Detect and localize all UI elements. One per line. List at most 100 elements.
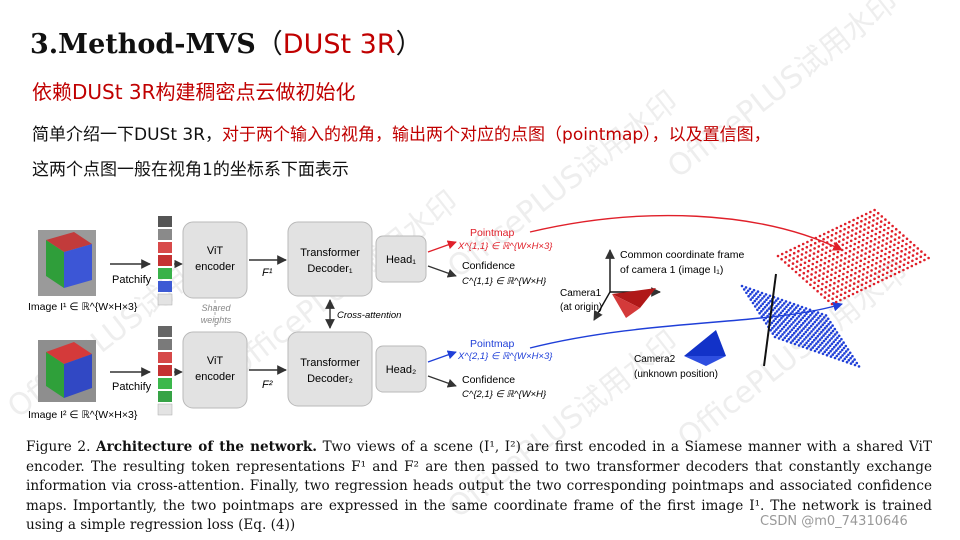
red-point [812, 252, 816, 255]
image2-label: Image I² ∈ ℝ^{W×H×3} [28, 409, 138, 421]
blue-point [754, 292, 758, 295]
red-point [869, 239, 873, 243]
red-point [909, 240, 912, 244]
blue-point [818, 332, 821, 336]
red-point [826, 270, 830, 273]
title-open-paren: （ [255, 29, 283, 60]
blue-point [812, 333, 816, 337]
blue-point [829, 355, 833, 358]
blue-point [764, 322, 768, 325]
blue-point [855, 361, 859, 365]
red-point [810, 238, 813, 242]
blue-point [763, 305, 767, 309]
blue-point [824, 337, 828, 341]
red-point [858, 269, 861, 273]
red-point [852, 282, 856, 285]
red-point [894, 233, 897, 236]
red-point [803, 266, 806, 270]
blue-point [813, 315, 816, 318]
blue-point [821, 328, 825, 332]
patchify-label-2: Patchify [112, 381, 152, 393]
cross-attention-label: Cross-attention [337, 310, 401, 321]
blue-point [828, 333, 831, 337]
blue-point [792, 331, 796, 335]
blue-point [825, 330, 829, 333]
blue-point [762, 295, 766, 298]
red-point [793, 246, 797, 250]
red-point [843, 262, 846, 265]
blue-point [764, 293, 768, 296]
red-point [857, 245, 860, 249]
blue-point [827, 346, 830, 350]
red-point [852, 218, 855, 222]
blue-point [769, 328, 772, 332]
red-point [912, 249, 915, 252]
confidence2-label: Confidence [462, 374, 515, 386]
blue-point [751, 296, 754, 299]
blue-point [777, 302, 780, 306]
red-point [813, 247, 816, 250]
red-point [811, 262, 815, 266]
blue-point [808, 326, 811, 330]
red-point [805, 280, 809, 283]
blue-point [767, 307, 771, 310]
blue-point [777, 337, 781, 340]
blue-point [835, 354, 839, 358]
blue-point [757, 295, 760, 299]
red-point [801, 242, 805, 246]
blue-point [800, 305, 804, 309]
blue-point [842, 341, 845, 344]
red-point [875, 261, 878, 265]
red-point [881, 239, 885, 242]
red-point [860, 214, 864, 218]
blue-point [814, 336, 818, 340]
red-point [879, 259, 882, 263]
red-point [861, 238, 865, 242]
blue-point [824, 343, 828, 346]
vit-encoder-2 [182, 331, 248, 409]
blue-point [786, 303, 790, 307]
red-point [792, 251, 796, 255]
red-point [852, 247, 856, 251]
red-point [899, 255, 903, 258]
blue-point [783, 331, 786, 334]
blue-point [825, 348, 828, 352]
title-highlight: DUSt 3R [282, 29, 396, 60]
blue-point [827, 328, 831, 331]
red-point [819, 263, 822, 267]
blue-point [820, 312, 824, 316]
blue-point [762, 318, 766, 322]
red-point [829, 244, 833, 247]
blue-point [815, 347, 819, 351]
red-point [884, 247, 888, 251]
blue-point [843, 352, 846, 355]
red-point [859, 259, 863, 263]
red-point [852, 253, 855, 256]
blue-point [762, 313, 765, 316]
blue-point [820, 341, 824, 345]
red-point [827, 259, 831, 263]
red-point [835, 261, 839, 264]
red-point [897, 241, 900, 245]
blue-point [808, 308, 812, 312]
transformer-decoder-2 [287, 331, 373, 407]
blue-point [817, 345, 820, 349]
blue-point [829, 320, 832, 324]
red-point [861, 273, 865, 276]
red-point [825, 246, 828, 249]
red-point [791, 267, 794, 271]
blue-point [777, 308, 781, 311]
red-point [864, 247, 868, 250]
red-point [839, 229, 842, 233]
red-point [813, 276, 817, 279]
red-point [876, 251, 879, 255]
red-point [798, 273, 801, 277]
blue-point [820, 330, 823, 334]
blue-point [768, 294, 772, 298]
red-point [826, 235, 830, 239]
red-point [842, 233, 846, 236]
blue-point [809, 348, 813, 351]
red-point [918, 260, 922, 264]
blue-point [788, 325, 792, 328]
red-point [895, 257, 899, 260]
